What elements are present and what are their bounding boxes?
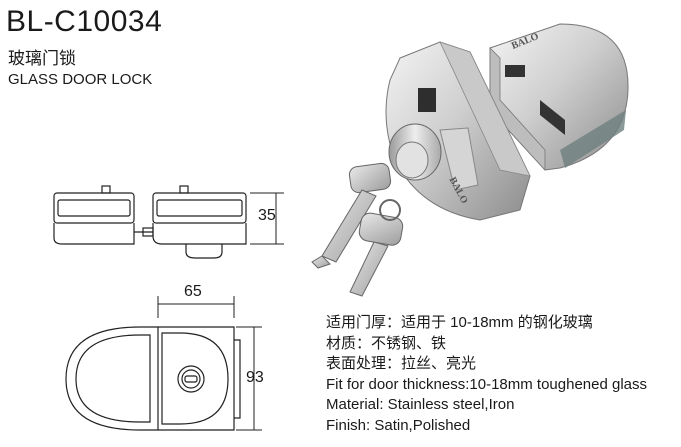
dimension-height-label: 35 [258,207,276,224]
spec-line: 适用门厚：适用于 10-18mm 的钢化玻璃 [326,314,593,331]
spec-line: 材质：不锈钢、铁 [326,334,447,352]
product-title-chinese: 玻璃门锁 [8,49,76,68]
spec-line: Material: Stainless steel,Iron [326,396,515,413]
model-number: BL-C10034 [6,5,163,38]
product-title-english: GLASS DOOR LOCK [8,71,153,88]
dimension-width-label: 65 [184,283,202,300]
spec-line: Finish: Satin,Polished [326,416,471,434]
specifications: 适用门厚：适用于 10-18mm 的钢化玻璃 材质：不锈钢、铁 表面处理：拉丝、… [326,313,647,436]
spec-line: Fit for door thickness:10-18mm toughened… [326,375,647,393]
dimension-depth-label: 93 [246,369,264,386]
spec-line: 表面处理：拉丝、亮光 [326,355,477,372]
